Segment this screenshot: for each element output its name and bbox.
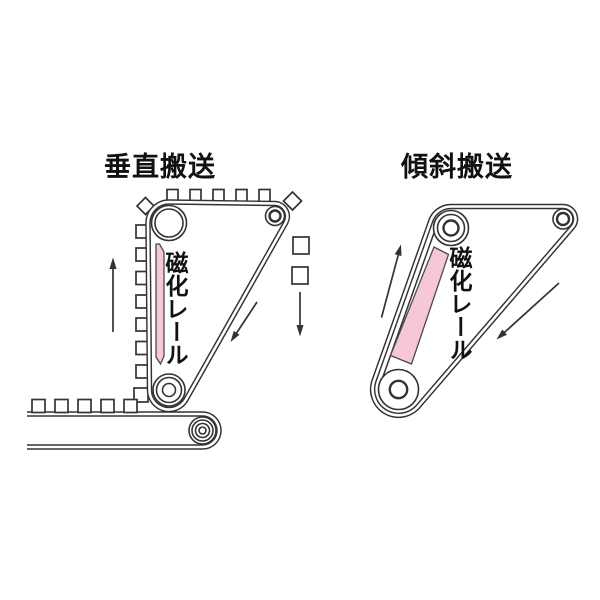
up-arrow-icon bbox=[109, 257, 117, 332]
item-square bbox=[54, 398, 69, 414]
pulley-top-left bbox=[150, 204, 188, 242]
pulley-ring bbox=[154, 208, 184, 238]
item-square bbox=[77, 398, 92, 414]
feed-conveyor bbox=[27, 398, 222, 450]
magnetized-rail-label-inclined: 磁化レール bbox=[446, 246, 472, 361]
pulley-top-right bbox=[552, 208, 574, 230]
pulley-hub bbox=[442, 219, 460, 237]
magnetized-rail-label-vertical: 磁化レール bbox=[162, 251, 188, 366]
pulley-bottom bbox=[152, 373, 186, 407]
magnetized-rail-vertical bbox=[155, 243, 165, 366]
belt-loop-core bbox=[371, 205, 577, 417]
pulley-hub bbox=[198, 426, 207, 435]
items-on-feed-conveyor bbox=[31, 398, 138, 414]
item-square-falling bbox=[291, 266, 309, 285]
descending-arrow-icon bbox=[230, 301, 258, 342]
inclined-diagram-title: 傾斜搬送 bbox=[401, 152, 513, 182]
item-square bbox=[31, 398, 46, 414]
vertical-conveyor-diagram bbox=[27, 188, 310, 450]
pulley-hub bbox=[268, 209, 282, 223]
magnetized-rail-inclined bbox=[389, 246, 450, 365]
item-square bbox=[258, 188, 271, 203]
pulley-top-left bbox=[432, 209, 470, 247]
down-arrow-icon bbox=[296, 292, 304, 337]
ascending-arrow-icon bbox=[380, 244, 402, 318]
belt-loop bbox=[369, 203, 579, 419]
pulley-hub bbox=[161, 382, 177, 398]
item-square bbox=[100, 398, 115, 414]
pulley-bottom bbox=[377, 368, 420, 411]
items-on-top-belt bbox=[166, 188, 271, 203]
pulley-top-right bbox=[264, 205, 286, 227]
item-diamond-top-right bbox=[282, 190, 303, 212]
pulley-hub bbox=[388, 379, 409, 400]
belt-loop-core bbox=[146, 200, 289, 411]
vertical-diagram-title: 垂直搬送 bbox=[104, 152, 216, 182]
belt-loop bbox=[145, 199, 291, 413]
item-square bbox=[235, 188, 248, 203]
item-square-falling bbox=[292, 236, 310, 255]
feed-conveyor-pulley bbox=[188, 416, 217, 445]
pulley-hub bbox=[555, 211, 571, 227]
item-square bbox=[123, 398, 138, 414]
feed-belt-core bbox=[27, 412, 221, 449]
descending-arrow-icon bbox=[496, 282, 560, 340]
inclined-conveyor-diagram bbox=[369, 203, 579, 419]
rail-channel-line bbox=[379, 223, 439, 384]
